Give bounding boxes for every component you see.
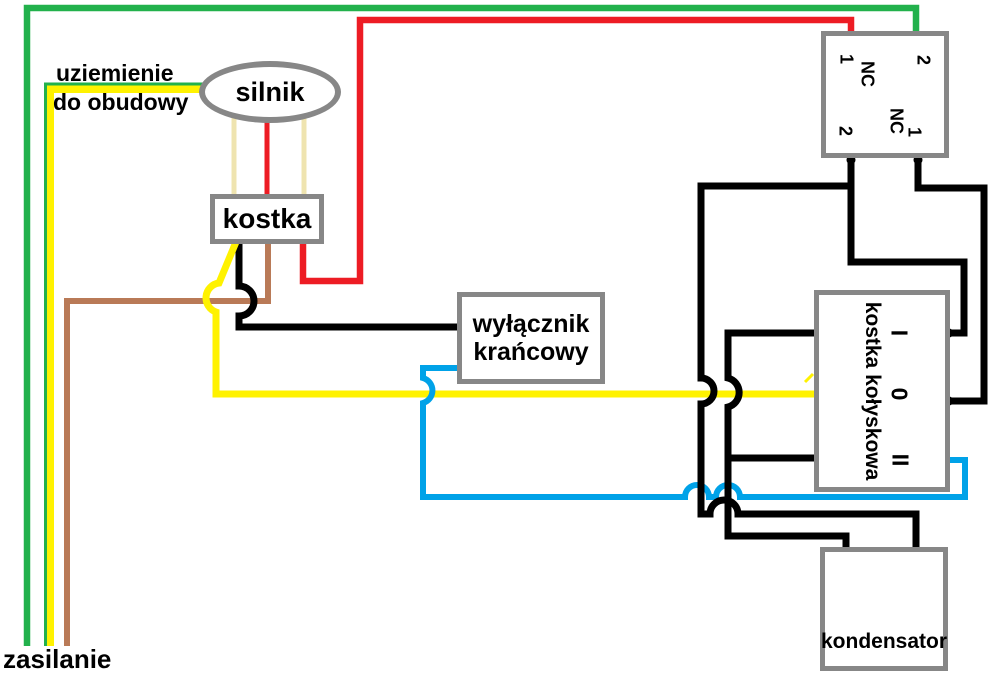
- wire-black-relay2-to-capacitor: [697, 182, 920, 552]
- limit-switch-label-line2: krańcowy: [473, 338, 589, 366]
- relay-nc-label-top: NC: [857, 61, 878, 87]
- relay-pin-label-2-top: 2: [913, 54, 934, 66]
- relay-nc-box: [821, 31, 949, 158]
- terminal-block-label: kostka: [222, 203, 312, 234]
- motor-label: silnik: [235, 76, 305, 107]
- limit-switch-label-line1: wyłącznik: [472, 310, 590, 338]
- motor-ellipse: silnik: [199, 61, 341, 123]
- wire-black-rocker-I-to-capacitor: [724, 329, 850, 552]
- wire-earth-green-frame: [23, 4, 920, 646]
- paint-fleck-yellow: [803, 372, 815, 384]
- limit-switch-box: wyłącznik krańcowy: [457, 292, 605, 384]
- rocker-switch-label: kostka kołyskowa: [861, 301, 884, 481]
- capacitor-label: kondensator: [820, 630, 948, 653]
- wire-black-relay1-to-rocker-0: [914, 153, 988, 405]
- wire-red-phase: [299, 16, 855, 285]
- relay-pin-label-1-bottom: 1: [904, 126, 925, 138]
- ground-annotation-line2: do obudowy: [53, 89, 189, 115]
- relay-pin-label-2-bottom: 2: [835, 125, 856, 137]
- wire-ground-yellow: [46, 85, 203, 646]
- wire-yellow-terminal-to-rocker: [202, 240, 818, 398]
- rocker-position-0: 0: [886, 387, 913, 401]
- capacitor-box: kondensator: [820, 547, 948, 671]
- rocker-position-II: II: [887, 453, 914, 467]
- terminal-block-box: kostka: [210, 194, 324, 244]
- wire-ground-green-stripe: [44, 82, 203, 646]
- wire-black-relay2-to-rocker-I: [847, 153, 968, 337]
- rocker-switch-box: [814, 290, 950, 492]
- relay-pin-label-1-top: 1: [836, 53, 857, 65]
- power-supply-annotation: zasilanie: [3, 644, 112, 674]
- wire-black-terminal-to-limit-switch: [235, 242, 461, 331]
- wire-brown-supply: [64, 242, 271, 646]
- rocker-position-I: I: [886, 329, 913, 337]
- ground-annotation-line1: uziemienie: [56, 60, 174, 86]
